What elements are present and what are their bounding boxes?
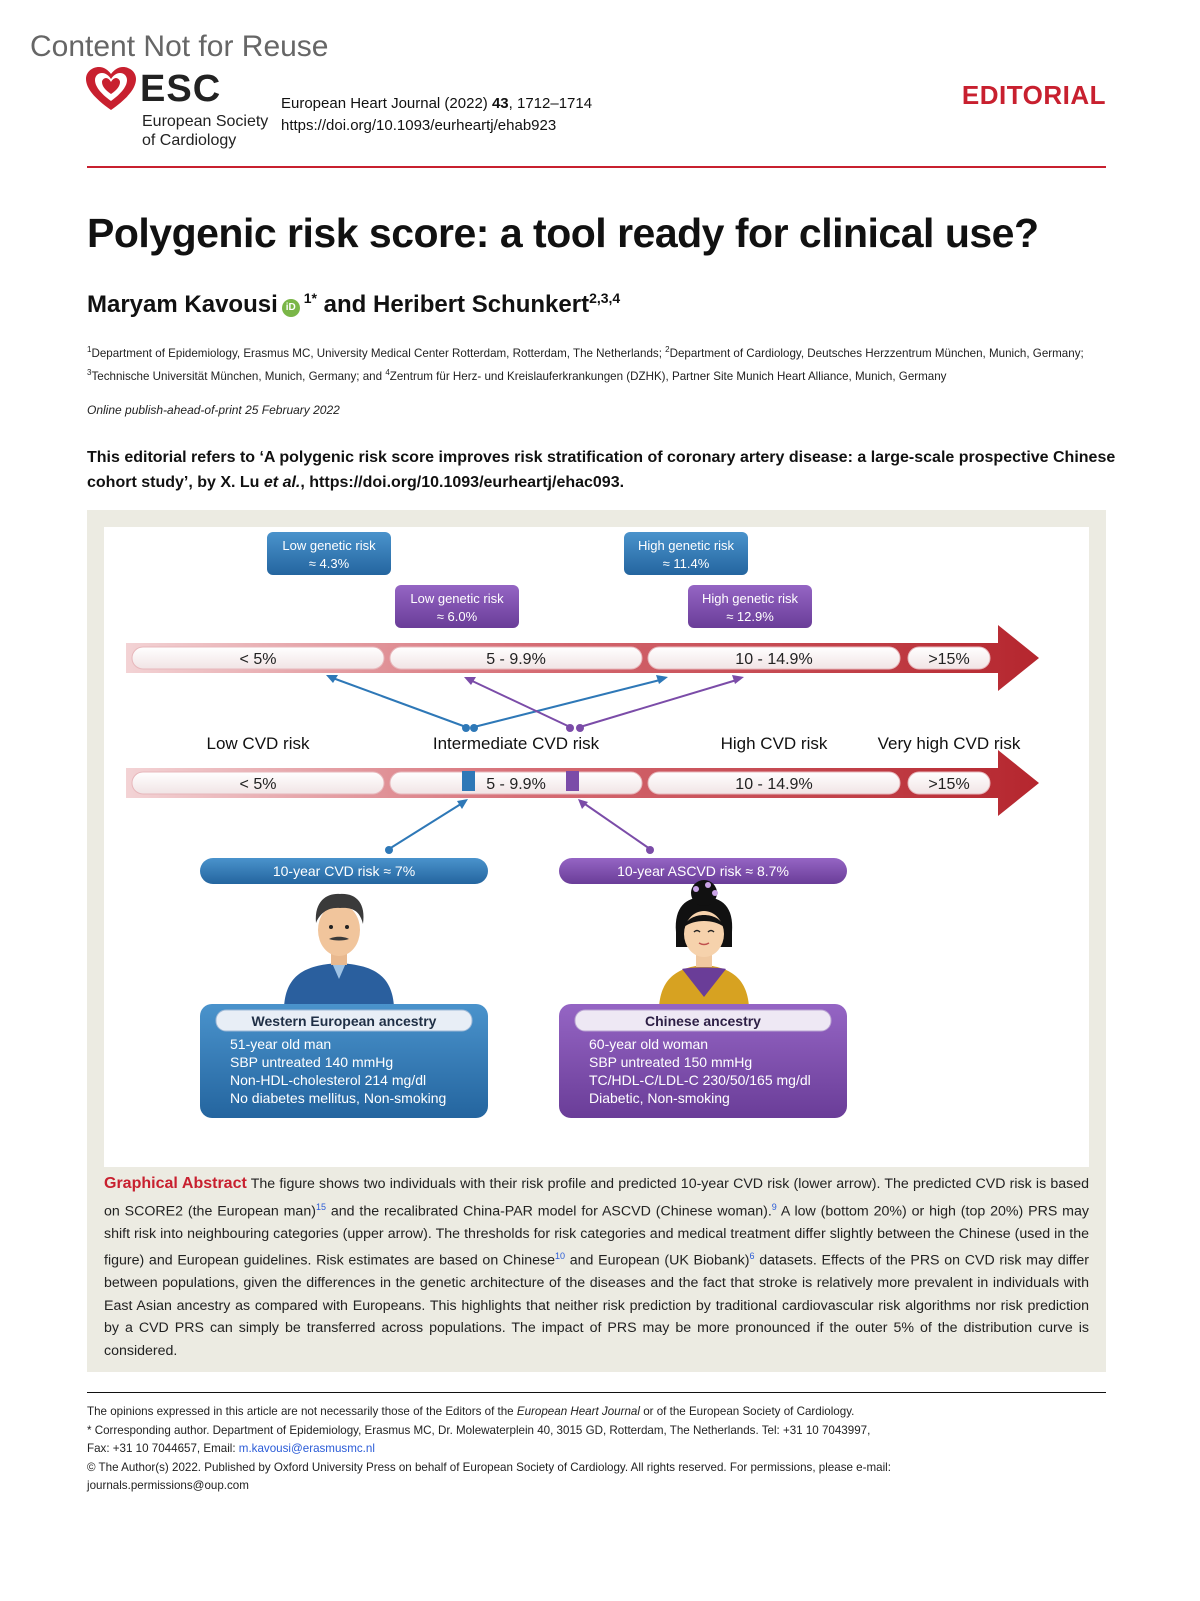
upper-risk-arrow: < 5% 5 - 9.9% 10 - 14.9% >15%	[126, 625, 1039, 691]
western-risk-marker	[462, 771, 475, 791]
svg-text:Diabetic, Non-smoking: Diabetic, Non-smoking	[589, 1090, 730, 1106]
svg-text:Low genetic risk: Low genetic risk	[282, 538, 376, 553]
svg-text:>15%: >15%	[928, 776, 969, 793]
watermark: Content Not for Reuse	[30, 30, 329, 63]
esc-heart-logo-icon	[86, 67, 136, 110]
svg-text:< 5%: < 5%	[240, 776, 277, 793]
svg-text:≈ 6.0%: ≈ 6.0%	[437, 609, 478, 624]
journal-citation: European Heart Journal (2022) 43, 1712–1…	[281, 93, 592, 137]
svg-text:10 - 14.9%: 10 - 14.9%	[735, 776, 812, 793]
lower-risk-arrow: < 5% 5 - 9.9% 10 - 14.9% >15%	[126, 750, 1039, 816]
category-intermediate: Intermediate CVD risk	[433, 734, 600, 753]
category-low: Low CVD risk	[207, 734, 310, 753]
svg-text:≈ 4.3%: ≈ 4.3%	[309, 556, 350, 571]
esc-logo-wordmark: ESC	[140, 68, 222, 110]
section-label: EDITORIAL	[961, 80, 1106, 110]
svg-text:51-year old man: 51-year old man	[230, 1036, 331, 1052]
article-title: Polygenic risk score: a tool ready for c…	[87, 210, 1039, 256]
editorial-reference: This editorial refers to ‘A polygenic ri…	[87, 449, 1116, 491]
esc-logo-subtitle: European Society of Cardiology	[142, 113, 269, 149]
svg-text:5 - 9.9%: 5 - 9.9%	[486, 651, 546, 668]
category-high: High CVD risk	[721, 734, 828, 753]
footer-divider	[87, 1392, 1106, 1393]
svg-text:Chinese ancestry: Chinese ancestry	[645, 1013, 761, 1029]
svg-text:≈ 11.4%: ≈ 11.4%	[663, 556, 710, 571]
western-man-avatar-icon	[284, 893, 394, 1007]
figure-canvas: Low genetic risk ≈ 4.3% Low genetic risk…	[126, 532, 1039, 1118]
doi-link[interactable]: https://doi.org/10.1093/eurheartj/ehab92…	[281, 117, 557, 134]
chinese-woman-avatar-icon	[659, 880, 749, 1007]
footnotes: The opinions expressed in this article a…	[87, 1405, 891, 1492]
svg-text:>15%: >15%	[928, 651, 969, 668]
chinese-ancestry-card: Chinese ancestry 60-year old woman SBP u…	[559, 1004, 847, 1118]
svg-text:High genetic risk: High genetic risk	[702, 591, 799, 606]
graphical-abstract-figure: Low genetic risk ≈ 4.3% Low genetic risk…	[104, 527, 1089, 1167]
svg-text:Low genetic risk: Low genetic risk	[410, 591, 504, 606]
chinese-risk-pill: 10-year ASCVD risk ≈ 8.7%	[559, 858, 847, 884]
high-genetic-risk-purple-box: High genetic risk ≈ 12.9%	[688, 585, 812, 628]
email-link[interactable]: m.kavousi@erasmusmc.nl	[238, 1442, 375, 1455]
svg-text:No diabetes mellitus, Non-smok: No diabetes mellitus, Non-smoking	[230, 1090, 446, 1106]
chinese-risk-marker	[566, 771, 579, 791]
svg-text:≈ 12.9%: ≈ 12.9%	[726, 609, 774, 624]
affiliations: 1Department of Epidemiology, Erasmus MC,…	[87, 345, 1084, 383]
low-genetic-risk-purple-box: Low genetic risk ≈ 6.0%	[395, 585, 519, 628]
orcid-icon[interactable]: iD	[281, 299, 300, 317]
category-very-high: Very high CVD risk	[878, 734, 1021, 753]
svg-text:10-year ASCVD risk ≈ 8.7%: 10-year ASCVD risk ≈ 8.7%	[617, 863, 789, 879]
header-divider	[87, 166, 1106, 168]
prs-shift-arrows	[326, 675, 744, 732]
high-genetic-risk-blue-box: High genetic risk ≈ 11.4%	[624, 532, 748, 575]
svg-text:Western European ancestry: Western European ancestry	[252, 1013, 437, 1029]
figure-caption: Graphical Abstract The figure shows two …	[104, 1175, 1090, 1359]
svg-text:TC/HDL-C/LDL-C 230/50/165 mg/d: TC/HDL-C/LDL-C 230/50/165 mg/dl	[589, 1072, 811, 1088]
publication-date: Online publish-ahead-of-print 25 Februar…	[87, 403, 340, 417]
svg-text:High genetic risk: High genetic risk	[638, 538, 735, 553]
svg-text:SBP untreated 150 mmHg: SBP untreated 150 mmHg	[589, 1054, 752, 1070]
svg-text:< 5%: < 5%	[240, 651, 277, 668]
svg-text:10-year CVD risk ≈ 7%: 10-year CVD risk ≈ 7%	[273, 863, 415, 879]
svg-text:10 - 14.9%: 10 - 14.9%	[735, 651, 812, 668]
western-risk-pill: 10-year CVD risk ≈ 7%	[200, 858, 488, 884]
svg-text:60-year old woman: 60-year old woman	[589, 1036, 708, 1052]
svg-text:Non-HDL-cholesterol 214 mg/dl: Non-HDL-cholesterol 214 mg/dl	[230, 1072, 426, 1088]
svg-text:5 - 9.9%: 5 - 9.9%	[486, 776, 546, 793]
low-genetic-risk-blue-box: Low genetic risk ≈ 4.3%	[267, 532, 391, 575]
western-european-card: Western European ancestry 51-year old ma…	[200, 1004, 488, 1118]
svg-text:SBP untreated 140 mmHg: SBP untreated 140 mmHg	[230, 1054, 393, 1070]
